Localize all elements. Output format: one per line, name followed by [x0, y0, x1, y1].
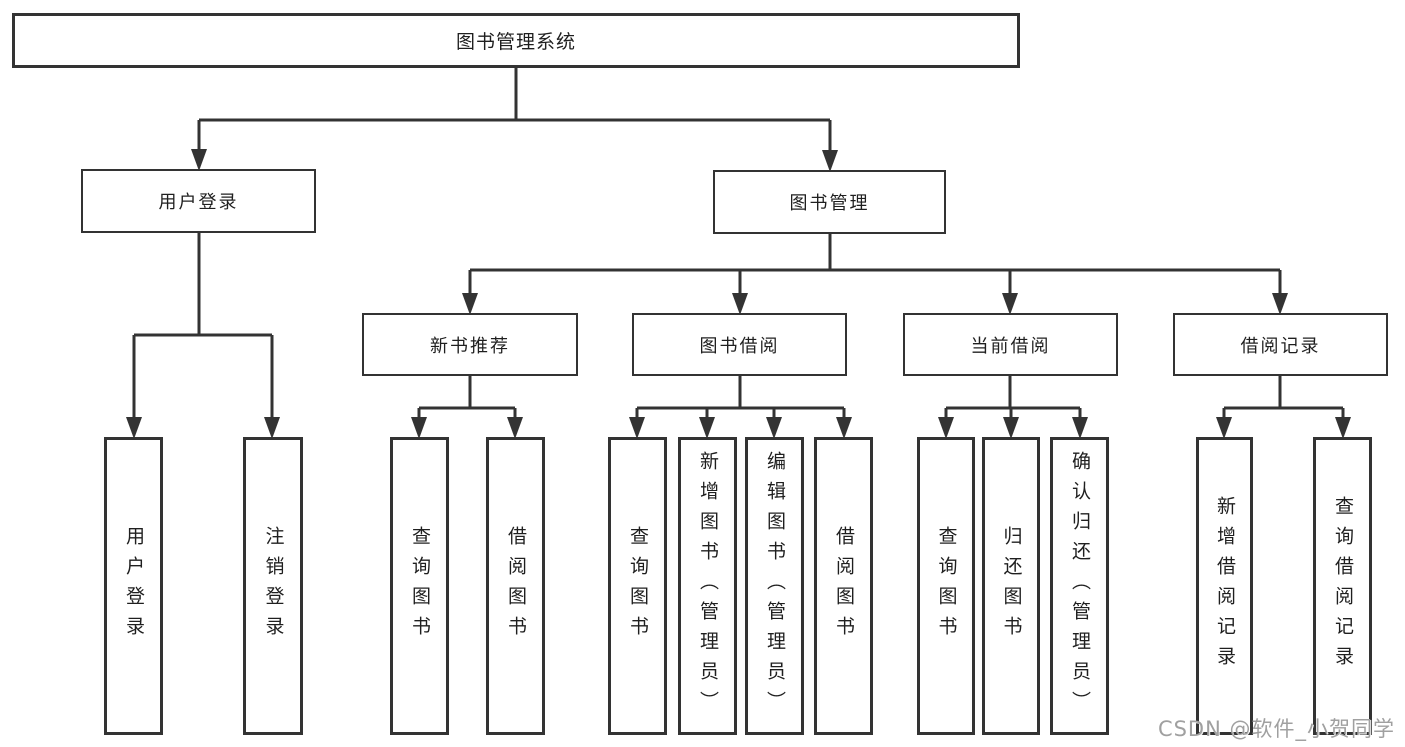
leaf-return-book: 归还图书 — [982, 437, 1040, 735]
leaf-logout: 注销登录 — [243, 437, 303, 735]
leaf-label: 用户登录 — [123, 526, 145, 646]
leaf-add-book-admin: 新增图书（管理员） — [678, 437, 737, 735]
node-label: 新书推荐 — [430, 335, 510, 357]
leaf-user-login: 用户登录 — [104, 437, 163, 735]
leaf-edit-book-admin: 编辑图书（管理员） — [745, 437, 804, 735]
leaf-label: 查询图书 — [627, 526, 649, 646]
node-library-management-system: 图书管理系统 — [12, 13, 1020, 68]
node-label: 当前借阅 — [970, 335, 1051, 357]
node-book-borrowing: 图书借阅 — [632, 313, 847, 376]
leaf-query-books-borrow: 查询图书 — [608, 437, 667, 735]
node-label: 图书借阅 — [699, 335, 780, 357]
leaf-label: 新增图书（管理员） — [697, 451, 719, 721]
leaf-borrow-book: 借阅图书 — [814, 437, 873, 735]
leaf-label: 查询图书 — [409, 526, 431, 646]
leaf-label: 归还图书 — [1000, 526, 1023, 646]
leaf-query-books-current: 查询图书 — [917, 437, 975, 735]
node-borrowing-records: 借阅记录 — [1173, 313, 1388, 376]
leaf-query-books-recommend: 查询图书 — [390, 437, 449, 735]
leaf-label: 编辑图书（管理员） — [764, 451, 786, 721]
node-user-login: 用户登录 — [81, 169, 316, 233]
leaf-borrow-books-recommend: 借阅图书 — [486, 437, 545, 735]
leaf-label: 查询借阅记录 — [1332, 496, 1354, 676]
node-label: 借阅记录 — [1240, 335, 1321, 357]
node-label: 图书管理系统 — [455, 31, 576, 53]
node-book-management: 图书管理 — [713, 170, 946, 234]
leaf-label: 查询图书 — [935, 526, 958, 646]
leaf-label: 借阅图书 — [833, 526, 855, 646]
node-new-book-recommend: 新书推荐 — [362, 313, 578, 376]
node-current-borrowing: 当前借阅 — [903, 313, 1118, 376]
node-label: 图书管理 — [789, 193, 870, 214]
leaf-label: 确认归还（管理员） — [1069, 451, 1091, 721]
leaf-confirm-return-admin: 确认归还（管理员） — [1050, 437, 1109, 735]
leaf-label: 注销登录 — [262, 526, 285, 646]
leaf-label: 借阅图书 — [505, 526, 527, 646]
csdn-watermark: CSDN @软件_小贺同学 — [1157, 717, 1395, 741]
leaf-label: 新增借阅记录 — [1214, 496, 1236, 676]
leaf-query-borrow-record: 查询借阅记录 — [1313, 437, 1372, 735]
node-label: 用户登录 — [158, 192, 239, 213]
leaf-add-borrow-record: 新增借阅记录 — [1196, 437, 1253, 735]
